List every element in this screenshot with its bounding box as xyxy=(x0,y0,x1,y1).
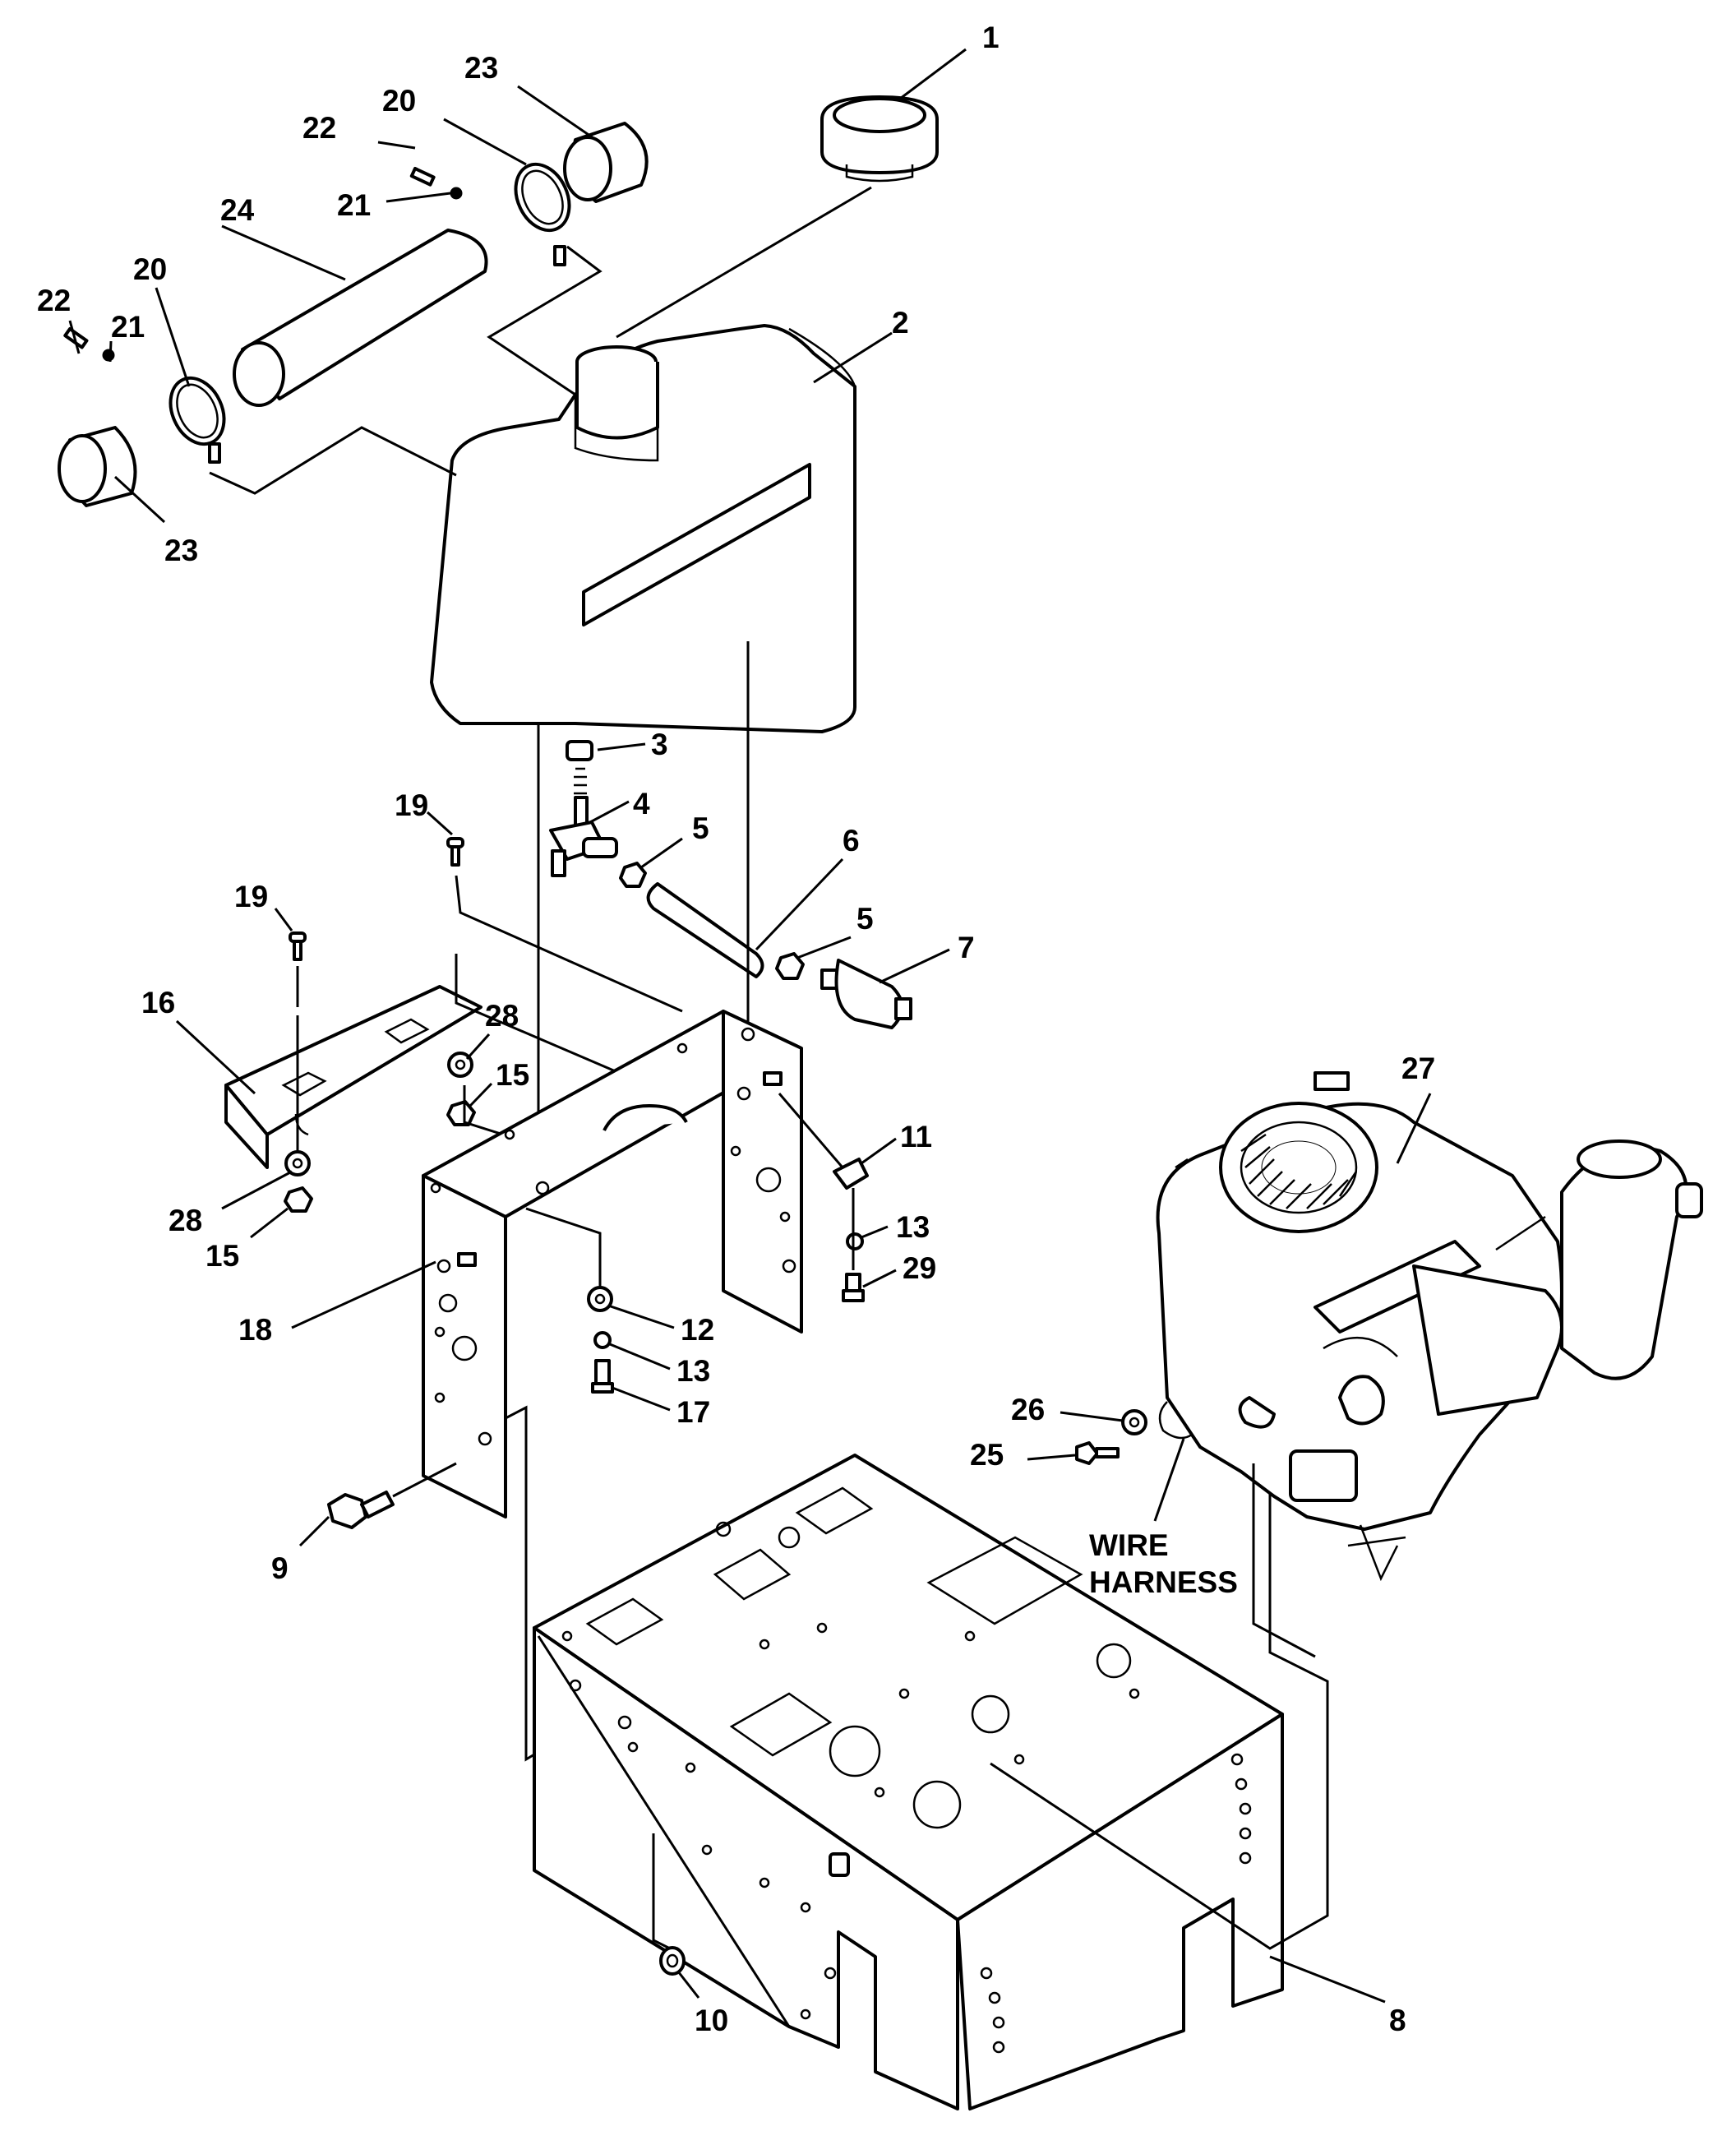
callout-29: 29 xyxy=(903,1251,936,1285)
callout-8: 8 xyxy=(1389,2004,1406,2037)
screw-part xyxy=(289,931,307,961)
callout-5a: 5 xyxy=(692,811,709,845)
callout-13a: 13 xyxy=(896,1210,930,1244)
bolt-part xyxy=(591,1359,614,1394)
callout-25: 25 xyxy=(970,1438,1004,1472)
callout-17: 17 xyxy=(676,1395,710,1429)
frame-part xyxy=(533,1454,1284,2110)
fuel-filter-part xyxy=(820,959,912,1029)
bolt-part xyxy=(842,1273,865,1302)
fuel-tank-part xyxy=(430,324,856,733)
callout-18: 18 xyxy=(238,1313,272,1347)
callout-6: 6 xyxy=(843,824,860,857)
callout-23a: 23 xyxy=(464,51,498,85)
callout-15a: 15 xyxy=(496,1058,529,1092)
callout-15b: 15 xyxy=(205,1239,239,1273)
fuel-hose-part xyxy=(646,882,764,978)
callout-1: 1 xyxy=(982,21,1000,54)
fuel-valve-part xyxy=(549,740,618,877)
fuel-cap-part xyxy=(820,95,939,183)
cover-plate-part xyxy=(224,985,482,1169)
callout-24: 24 xyxy=(220,193,255,227)
engine-part xyxy=(1156,1071,1703,1582)
callout-7: 7 xyxy=(958,931,975,964)
callout-26: 26 xyxy=(1011,1393,1045,1426)
callout-22a: 22 xyxy=(302,111,336,145)
callout-27: 27 xyxy=(1401,1052,1435,1085)
clamp-part xyxy=(169,376,226,464)
bracket-part xyxy=(833,1158,869,1190)
wire-harness-label-line1: WIRE xyxy=(1089,1528,1169,1562)
cap-end-part xyxy=(563,122,649,203)
callout-19a: 19 xyxy=(395,788,428,822)
support-bracket-part xyxy=(422,1010,803,1519)
callout-9: 9 xyxy=(271,1551,289,1585)
callout-21b: 21 xyxy=(111,310,145,344)
callout-20a: 20 xyxy=(382,84,416,118)
callout-3: 3 xyxy=(651,728,668,761)
callout-28b: 28 xyxy=(169,1204,202,1237)
callout-16: 16 xyxy=(141,986,175,1019)
callout-11: 11 xyxy=(900,1120,932,1153)
nut-part xyxy=(659,1946,686,1976)
callout-19b: 19 xyxy=(234,880,268,913)
bolt-part xyxy=(327,1491,395,1529)
wire-harness-label-line2: HARNESS xyxy=(1089,1565,1238,1599)
callout-13b: 13 xyxy=(676,1354,710,1388)
callout-12: 12 xyxy=(681,1313,714,1347)
screw-part xyxy=(446,837,464,867)
fuel-line-part xyxy=(233,229,488,407)
callout-22b: 22 xyxy=(37,284,71,317)
callout-20b: 20 xyxy=(133,252,167,286)
callout-10: 10 xyxy=(695,2004,728,2037)
callout-28a: 28 xyxy=(485,999,519,1033)
clamp-part xyxy=(514,162,571,266)
callout-2: 2 xyxy=(892,306,909,340)
callout-23b: 23 xyxy=(164,534,198,567)
callout-21a: 21 xyxy=(337,188,371,222)
cap-end-part xyxy=(58,426,137,507)
bolt-part xyxy=(1075,1441,1120,1465)
callout-5b: 5 xyxy=(856,902,874,936)
callout-4: 4 xyxy=(633,787,650,821)
